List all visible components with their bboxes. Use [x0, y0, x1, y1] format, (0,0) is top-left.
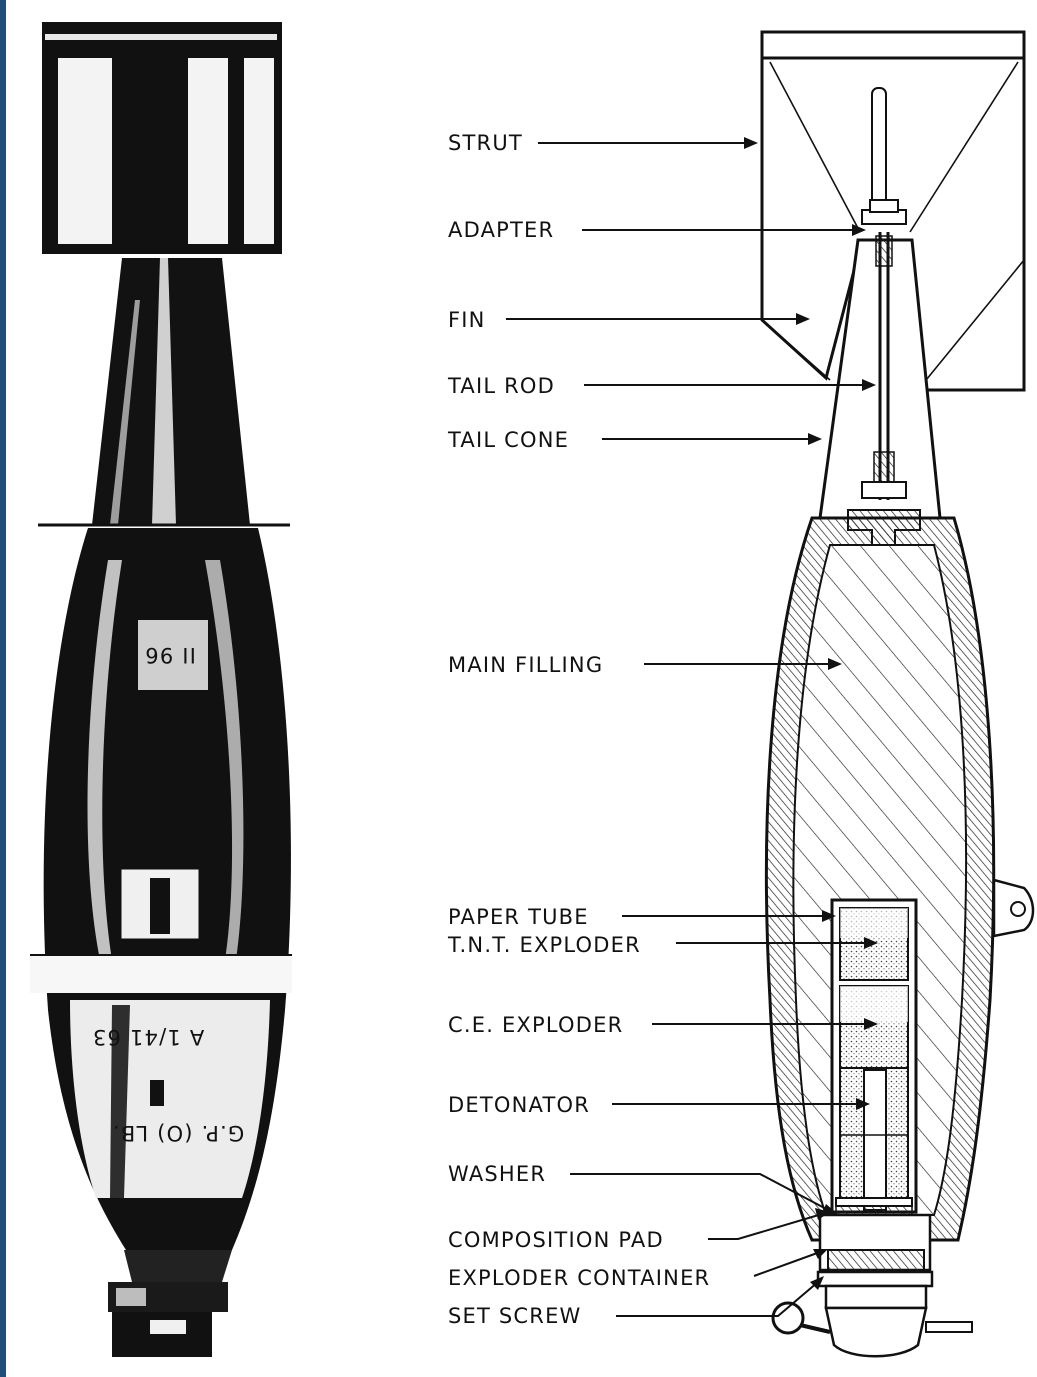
suspension-lug — [992, 878, 1035, 938]
svg-text:C.E. EXPLODER: C.E. EXPLODER — [448, 1013, 623, 1037]
label-fin: FIN — [448, 308, 810, 332]
label-composition-pad: COMPOSITION PAD — [448, 1208, 830, 1252]
svg-text:DETONATOR: DETONATOR — [448, 1093, 590, 1117]
label-tail-rod: TAIL ROD — [447, 374, 876, 398]
label-detonator: DETONATOR — [448, 1093, 870, 1117]
label-washer: WASHER — [448, 1162, 840, 1216]
svg-text:T.N.T. EXPLODER: T.N.T. EXPLODER — [447, 933, 641, 957]
svg-text:ADAPTER: ADAPTER — [448, 218, 554, 242]
page-edge-bar — [0, 0, 6, 1377]
left-nose-fuze — [124, 1250, 232, 1282]
svg-text:EXPLODER CONTAINER: EXPLODER CONTAINER — [448, 1266, 710, 1290]
right-section-view: STRUT ADAPTER FIN TAIL ROD TAIL CONE — [447, 30, 1035, 1358]
label-exploder-container: EXPLODER CONTAINER — [448, 1249, 828, 1290]
left-weight-stencil: II 96 — [144, 643, 196, 667]
label-tnt-exploder: T.N.T. EXPLODER — [447, 933, 878, 957]
svg-text:WASHER: WASHER — [448, 1162, 546, 1186]
svg-text:STRUT: STRUT — [448, 131, 523, 155]
label-set-screw: SET SCREW — [448, 1276, 824, 1328]
svg-text:MAIN FILLING: MAIN FILLING — [448, 653, 603, 677]
label-main-filling: MAIN FILLING — [448, 653, 842, 677]
label-paper-tube: PAPER TUBE — [448, 905, 836, 929]
left-type-stencil: G.P. (O) LB. — [112, 1121, 244, 1145]
label-tail-cone: TAIL CONE — [447, 428, 822, 452]
svg-text:PAPER TUBE: PAPER TUBE — [448, 905, 589, 929]
left-white-band — [30, 955, 292, 993]
label-ce-exploder: C.E. EXPLODER — [448, 1013, 878, 1037]
nose-fuze — [771, 1213, 973, 1358]
svg-text:TAIL CONE: TAIL CONE — [447, 428, 569, 452]
left-lot-stencil: A 1/41 63 — [92, 1025, 204, 1049]
tail-rod — [861, 199, 907, 500]
svg-text:TAIL ROD: TAIL ROD — [447, 374, 555, 398]
svg-text:COMPOSITION PAD: COMPOSITION PAD — [448, 1228, 664, 1252]
left-external-view: II 96 A 1/41 63 G.P. (O) LB. — [30, 22, 292, 1357]
svg-text:FIN: FIN — [448, 308, 486, 332]
label-adapter: ADAPTER — [448, 218, 866, 242]
label-strut: STRUT — [448, 131, 758, 155]
exploder-column — [830, 898, 918, 1217]
svg-text:SET SCREW: SET SCREW — [448, 1304, 582, 1328]
left-tail-box — [42, 22, 282, 254]
